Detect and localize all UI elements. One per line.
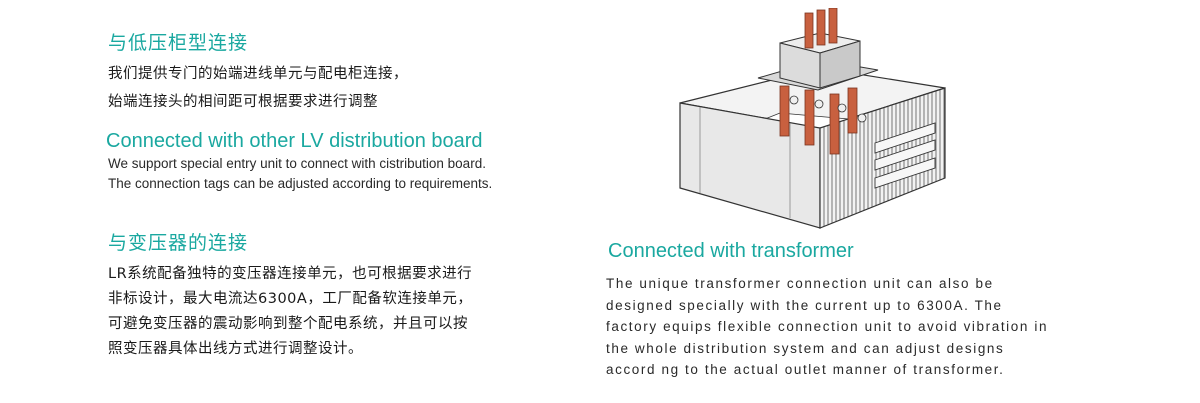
transformer-en-line: The unique transformer connection unit c… [606,276,994,291]
lv-en-line: The connection tags can be adjusted acco… [108,176,493,191]
switchgear-illustration [679,8,946,229]
transformer-en-heading: Connected with transformer [608,240,854,262]
transformer-cn-line: 可避免变压器的震动影响到整个配电系统，并且可以按 [108,316,468,332]
transformer-cn-heading: 与变压器的连接 [108,232,249,254]
transformer-cn-paragraph: LR系统配备独特的变压器连接单元，也可根据要求进行 非标设计，最大电流达6300… [108,262,472,362]
lv-cn-line: 我们提供专门的始端进线单元与配电柜连接， [108,66,408,82]
transformer-en-paragraph: The unique transformer connection unit c… [606,273,1048,381]
transformer-en-line: designed specially with the current up t… [606,297,1003,313]
lv-cn-paragraph: 我们提供专门的始端进线单元与配电柜连接， 始端连接头的相间距可根据要求进行调整 [108,62,408,115]
transformer-cn-line: 非标设计，最大电流达6300A，工厂配备软连接单元， [108,291,473,307]
transformer-en-line: the whole distribution system and can ad… [606,340,1005,356]
lv-en-paragraph: We support special entry unit to connect… [108,154,492,194]
lv-en-heading: Connected with other LV distribution boa… [106,130,483,152]
lv-cn-heading: 与低压柜型连接 [108,32,249,54]
transformer-en-line: factory equips flexible connection unit … [606,319,1049,334]
transformer-en-line: accord ng to the actual outlet manner of… [606,362,1005,377]
transformer-cn-line: 照变压器具体出线方式进行调整设计。 [108,341,363,357]
lv-cn-line: 始端连接头的相间距可根据要求进行调整 [108,94,378,110]
transformer-cn-line: LR系统配备独特的变压器连接单元，也可根据要求进行 [108,266,473,282]
busbar-connector [757,8,879,155]
lv-en-line: We support special entry unit to connect… [108,156,486,171]
